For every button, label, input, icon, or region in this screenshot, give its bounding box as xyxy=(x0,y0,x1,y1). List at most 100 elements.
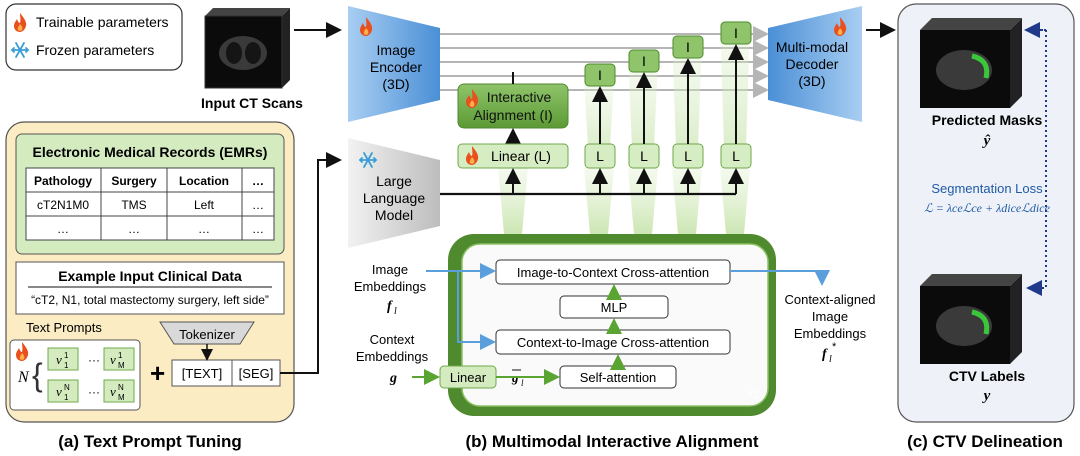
output_emb-line3: Embeddings xyxy=(794,326,867,341)
l-i-stack-4: L I xyxy=(720,21,752,194)
emr-cell: TMS xyxy=(121,198,146,212)
emr-cell: … xyxy=(128,222,140,236)
left_inputs-ctx_sym: g xyxy=(389,371,397,386)
image_encoder-line2: Encoder xyxy=(370,59,422,75)
emr-cell: … xyxy=(252,198,264,212)
emr-cell: Left xyxy=(194,198,215,212)
self-attn: Self-attention xyxy=(580,370,657,385)
image-embedding-flow xyxy=(426,263,830,350)
ctx-img-attn: Context-to-Image Cross-attention xyxy=(517,335,709,350)
large-language-model: Large Language Model xyxy=(348,138,440,248)
linear-box: Linear xyxy=(450,370,487,385)
svg-text:1: 1 xyxy=(64,351,69,360)
block_l: L xyxy=(640,148,648,164)
emr-cell: … xyxy=(198,222,210,236)
prompts-dots: ··· xyxy=(88,385,100,399)
emr-cell: cT2N1M0 xyxy=(37,198,89,212)
block_l: L xyxy=(684,148,692,164)
token-text: [TEXT] xyxy=(182,366,222,381)
emr-header: … xyxy=(252,174,264,188)
block_l: L xyxy=(732,148,740,164)
emr-header: Location xyxy=(179,174,229,188)
image_encoder-line1: Image xyxy=(377,42,416,58)
emr-cell: … xyxy=(57,222,69,236)
llm-line1: Large xyxy=(376,173,412,189)
output_emb-sym: f xyxy=(822,347,828,362)
llm-line2: Language xyxy=(363,190,426,206)
block_l: L xyxy=(596,148,604,164)
output-emb-label: Context-aligned xyxy=(784,292,875,307)
svg-text:1: 1 xyxy=(118,351,123,360)
tokenizer-label: Tokenizer xyxy=(179,327,235,342)
image_encoder-line3: (3D) xyxy=(382,76,409,92)
left_inputs-image_emb_2: Embeddings xyxy=(354,279,427,294)
decoder-line3: (3D) xyxy=(798,73,825,89)
ctx-emb-label: Context xyxy=(370,332,415,347)
img-ctx-attn: Image-to-Context Cross-attention xyxy=(517,265,709,280)
svg-text:1: 1 xyxy=(64,393,69,402)
caption-b: (b) Multimodal Interactive Alignment xyxy=(465,432,758,451)
clinical-text: “cT2, N1, total mastectomy surgery, left… xyxy=(31,293,269,307)
token-seg: [SEG] xyxy=(239,366,274,381)
caption-c: (c) CTV Delineation xyxy=(907,432,1063,451)
output_emb-sup: * xyxy=(832,341,837,353)
text-prompts-label: Text Prompts xyxy=(26,320,102,335)
seg-loss-formula: ℒ = λceℒce + λdiceℒdice xyxy=(924,201,1050,215)
emr-header: Surgery xyxy=(111,174,157,188)
linear_l-label: Linear (L) xyxy=(491,148,551,164)
block_i: I xyxy=(686,39,690,55)
alignment-module: Image-to-Context Cross-attention MLP Con… xyxy=(412,234,776,416)
text-prompt-panel: Electronic Medical Records (EMRs) Pathol… xyxy=(5,121,295,423)
legend: Trainable parameters Frozen parameters xyxy=(5,3,183,71)
mlp: MLP xyxy=(601,300,628,315)
repeat-label: ×2 xyxy=(746,387,760,401)
seg-loss-title: Segmentation Loss xyxy=(931,181,1043,196)
input-ct-cube xyxy=(204,8,290,89)
svg-text:M: M xyxy=(118,393,125,402)
alignment_module-gbar_sub: l xyxy=(521,378,524,388)
decoder-line2: Decoder xyxy=(786,56,839,72)
interactive_alignment-line2: Alignment (I) xyxy=(473,107,552,123)
left_inputs-image_emb_sub: l xyxy=(394,306,397,317)
prompt-v11: v xyxy=(56,352,62,367)
l-i-stack-1: L I xyxy=(584,63,616,194)
image-encoder: Image Encoder (3D) xyxy=(348,6,440,122)
decoder-line1: Multi-modal xyxy=(776,39,848,55)
svg-text:N: N xyxy=(118,383,124,392)
ctv-panel: Predicted Masks ŷ Segmentation Loss ℒ = … xyxy=(897,3,1075,423)
svg-text:N: N xyxy=(64,383,70,392)
prompt-brace: { xyxy=(32,357,43,393)
legend-trainable: Trainable parameters xyxy=(36,14,169,30)
legend-frozen: Frozen parameters xyxy=(36,42,154,58)
image-emb-label: Image xyxy=(372,262,408,277)
left_inputs-ctx_emb_2: Embeddings xyxy=(356,349,429,364)
clinical-title: Example Input Clinical Data xyxy=(58,268,242,284)
ctv-predicted_sym: ŷ xyxy=(982,133,991,149)
block_i: I xyxy=(642,53,646,69)
caption-a: (a) Text Prompt Tuning xyxy=(58,432,242,451)
plus-sign: + xyxy=(150,358,165,388)
input-ct-label: Input CT Scans xyxy=(201,95,303,111)
block_i: I xyxy=(598,67,602,83)
interactive_alignment-line1: Interactive xyxy=(487,89,552,105)
emr-cell: … xyxy=(252,222,264,236)
prompt-n: N xyxy=(17,369,30,386)
block_i: I xyxy=(734,25,738,41)
output_emb-line2: Image xyxy=(812,309,848,324)
emr-header: Pathology xyxy=(34,174,92,188)
ctv-labels_sym: y xyxy=(982,388,991,404)
emr-title: Electronic Medical Records (EMRs) xyxy=(33,144,268,160)
svg-text:1: 1 xyxy=(64,361,69,370)
prompt-v1m: v xyxy=(110,352,116,367)
output_emb-sub: l xyxy=(829,354,832,365)
l-i-stack-2: L I xyxy=(628,49,660,194)
linear-l-block: Linear (L) xyxy=(457,143,569,169)
predicted-masks-label: Predicted Masks xyxy=(932,112,1043,128)
left_inputs-image_emb_sym: f xyxy=(387,299,393,314)
prompt-vn1: v xyxy=(56,384,62,399)
prompt-vnm: v xyxy=(110,384,116,399)
svg-text:M: M xyxy=(118,361,125,370)
ctv-labels-label: CTV Labels xyxy=(949,368,1025,384)
llm-line3: Model xyxy=(375,207,413,223)
interactive-alignment-block: Interactive Alignment (I) xyxy=(457,83,569,129)
